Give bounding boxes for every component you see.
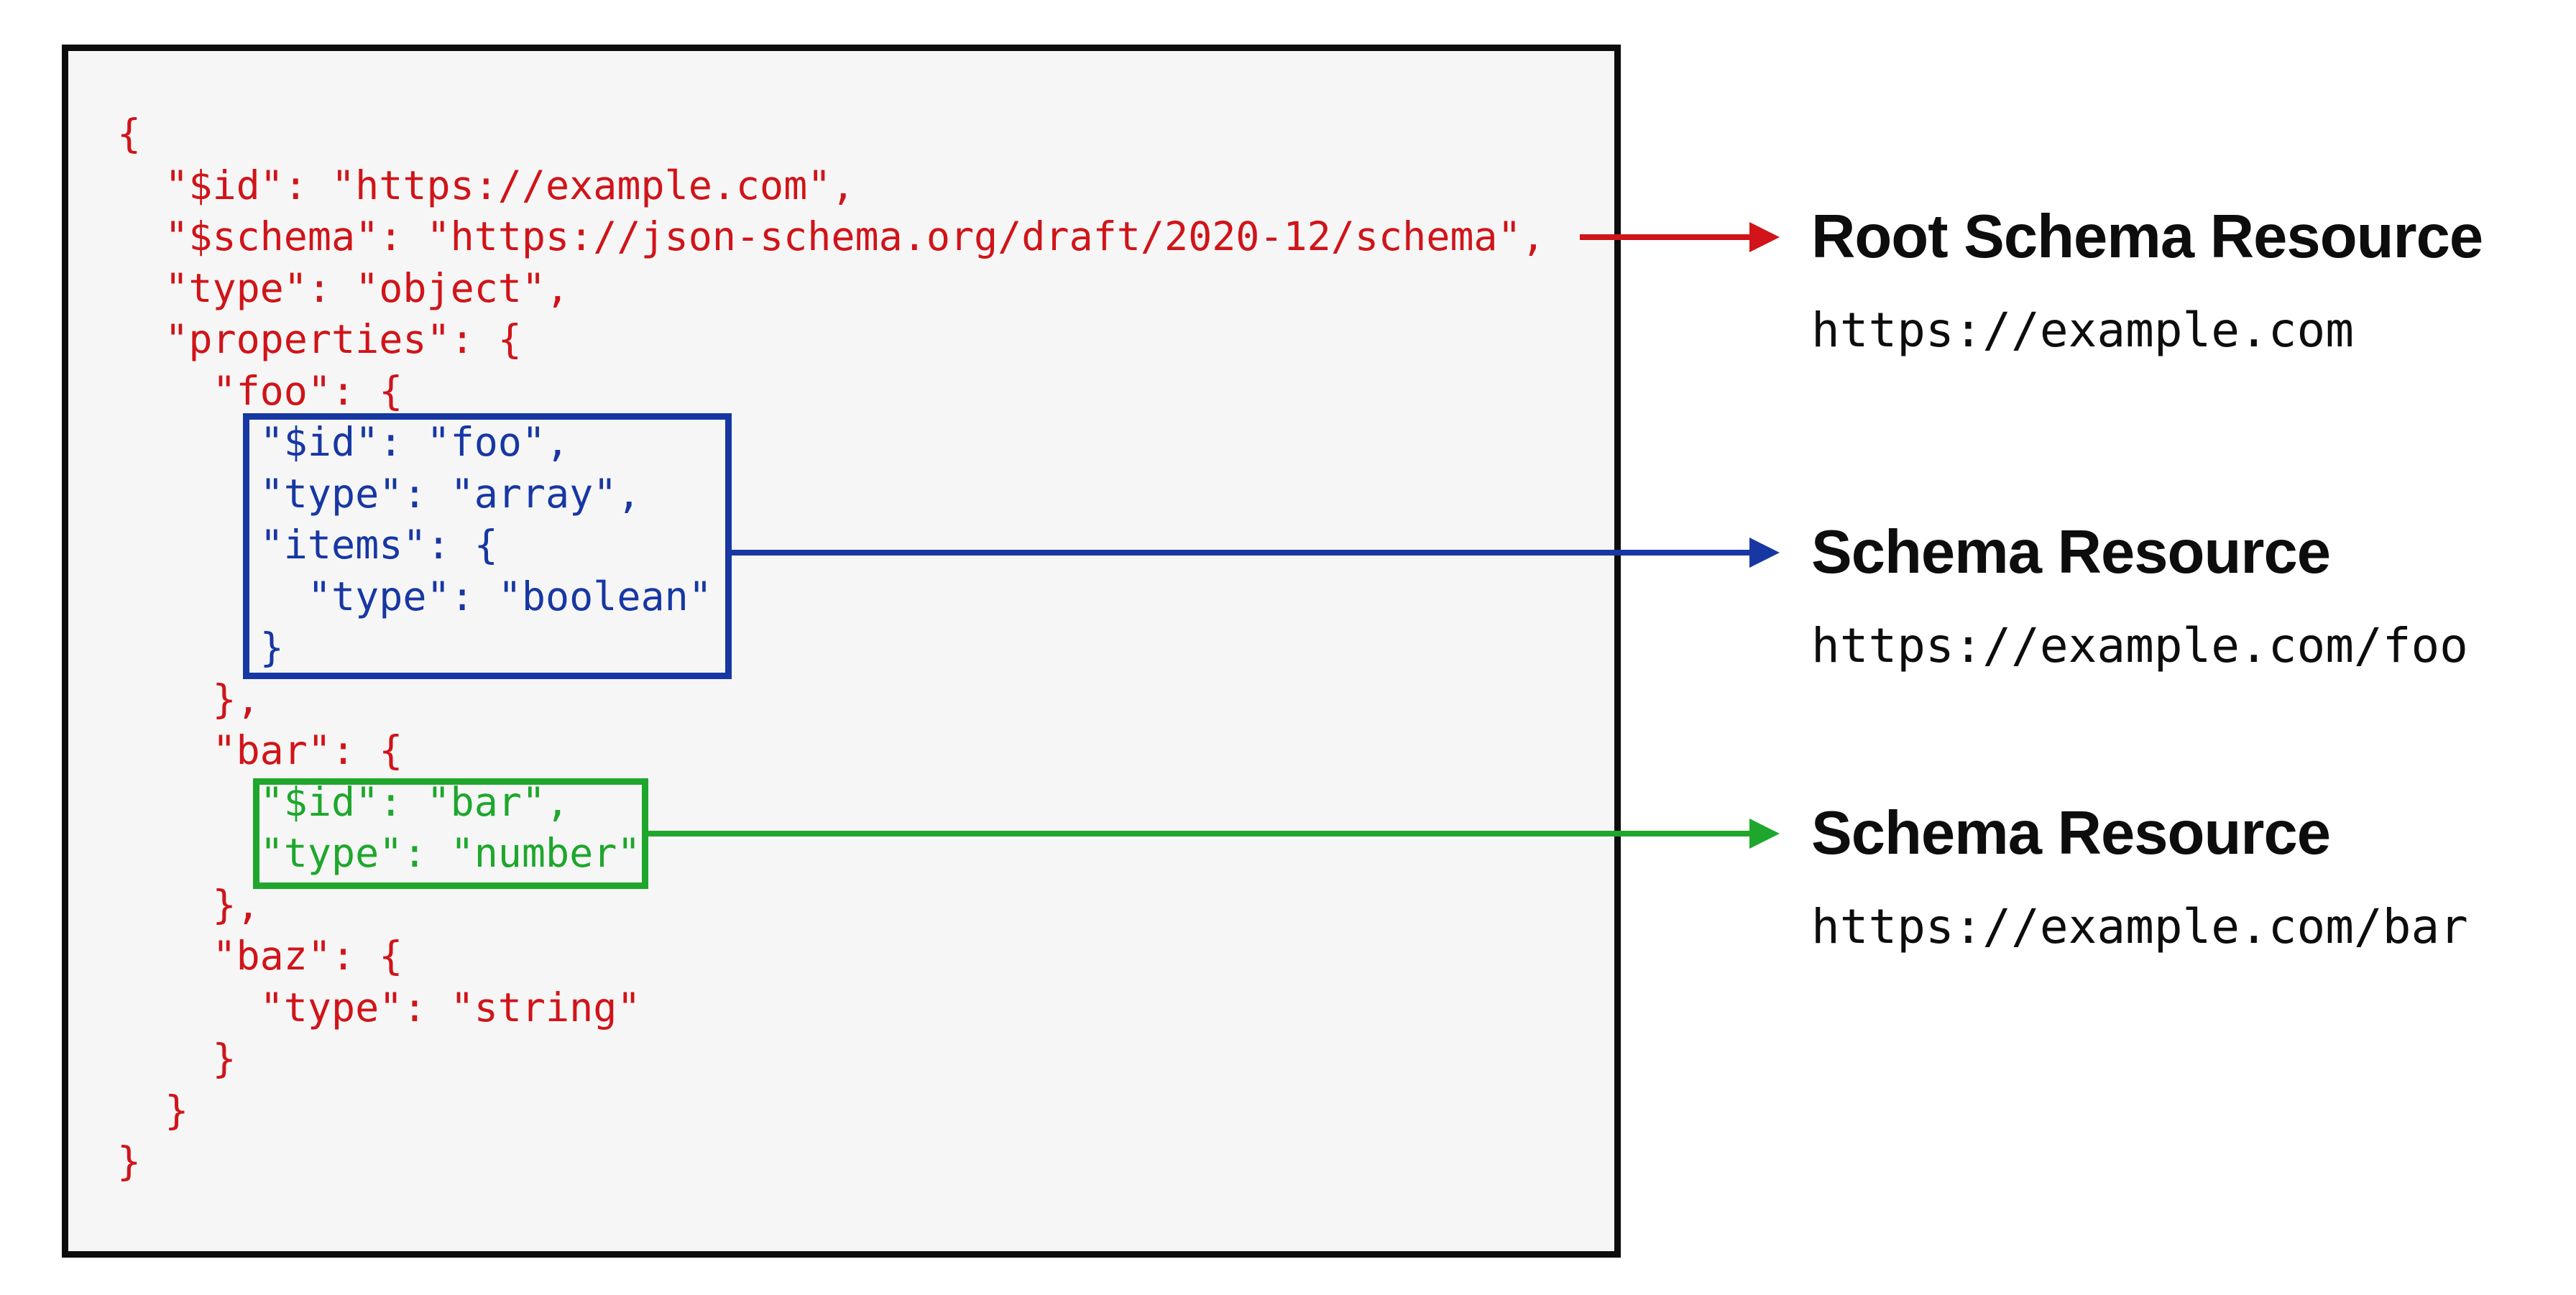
annotation-title: Root Schema Resource bbox=[1811, 203, 2483, 271]
code-line: }, bbox=[117, 676, 260, 722]
arrow-shaft bbox=[648, 831, 1751, 837]
code-line: "type": "number" bbox=[117, 830, 641, 876]
code-line: "baz": { bbox=[117, 933, 403, 979]
code-line: "$schema": "https://json-schema.org/draf… bbox=[117, 213, 1545, 259]
annotation-title: Schema Resource bbox=[1811, 518, 2331, 586]
annotation-url: https://example.com/foo bbox=[1811, 618, 2468, 673]
code-line: { bbox=[117, 111, 142, 157]
annotation-url: https://example.com/bar bbox=[1811, 899, 2468, 954]
arrow-head-icon bbox=[1749, 222, 1780, 252]
schema-code: { "$id": "https://example.com", "$schema… bbox=[117, 109, 1545, 1188]
code-line: } bbox=[117, 1138, 142, 1184]
arrow-shaft bbox=[730, 550, 1751, 556]
code-line: "type": "boolean" bbox=[117, 573, 712, 619]
schema-code-panel bbox=[62, 45, 1621, 1258]
annotation-foo-schema: Schema Resource https://example.com/foo bbox=[1811, 518, 2544, 670]
code-line: "items": { bbox=[117, 522, 498, 568]
code-line: "type": "string" bbox=[117, 984, 641, 1031]
code-line: "$id": "https://example.com", bbox=[117, 162, 855, 208]
bar-schema-resource-outline bbox=[253, 778, 648, 889]
code-line: "foo": { bbox=[117, 367, 403, 414]
code-line: } bbox=[117, 1087, 189, 1133]
code-line: "type": "object", bbox=[117, 264, 570, 311]
arrow-head-icon bbox=[1749, 538, 1780, 568]
annotation-title: Schema Resource bbox=[1811, 799, 2331, 867]
annotation-bar-schema: Schema Resource https://example.com/bar bbox=[1811, 799, 2544, 951]
code-line: } bbox=[117, 625, 284, 670]
annotation-root-schema: Root Schema Resource https://example.com bbox=[1811, 203, 2544, 354]
annotation-url: https://example.com bbox=[1811, 303, 2354, 358]
arrow-head-icon bbox=[1749, 819, 1780, 849]
code-line: "$id": "foo", bbox=[117, 419, 570, 465]
code-line: "$id": "bar", bbox=[117, 778, 570, 825]
arrow-shaft bbox=[1580, 234, 1751, 240]
foo-schema-resource-outline bbox=[243, 413, 732, 679]
code-line: "properties": { bbox=[117, 316, 522, 362]
code-line: "bar": { bbox=[117, 727, 403, 773]
code-line: "type": "array", bbox=[117, 470, 641, 517]
code-line: } bbox=[117, 1036, 236, 1082]
code-line: }, bbox=[117, 881, 260, 928]
